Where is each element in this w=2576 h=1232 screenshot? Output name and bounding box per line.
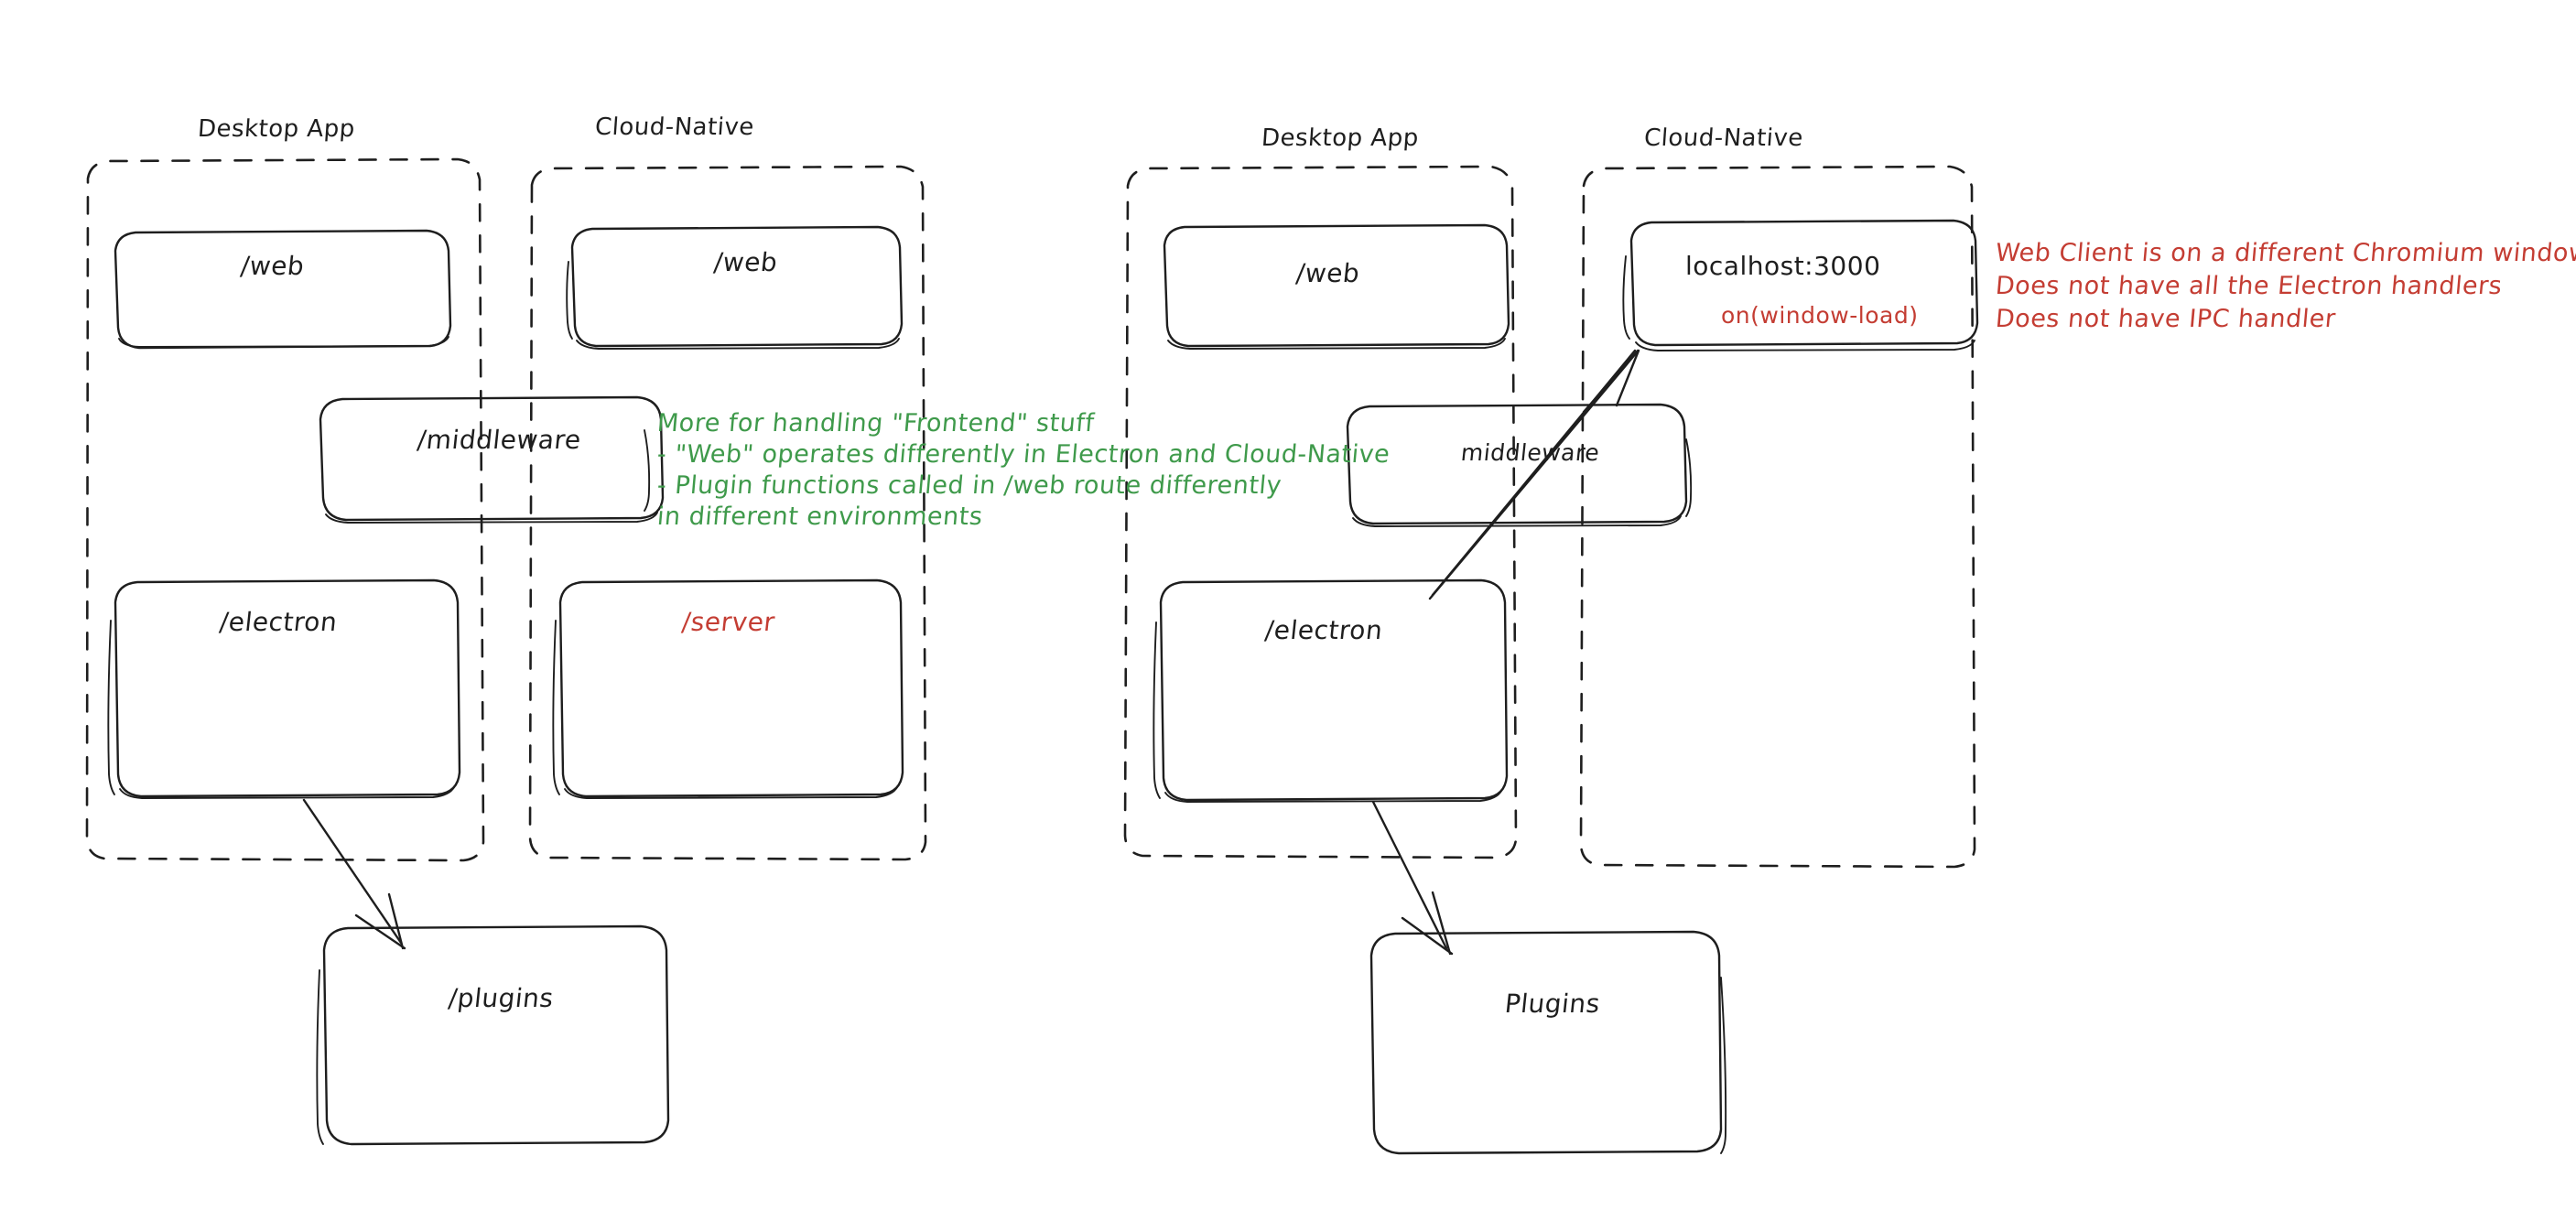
annotation-green-line-1: More for handling "Frontend" stuff: [655, 409, 1096, 438]
box-left-middleware[interactable]: [319, 395, 665, 524]
box-label-right-electron: /electron: [1263, 615, 1385, 645]
arrow-left-electron-to-plugins: [302, 798, 406, 950]
arrow-right-electron-to-plugins: [1371, 800, 1454, 956]
box-left-desktop-web[interactable]: [114, 229, 452, 350]
box-right-desktop-web[interactable]: [1163, 223, 1510, 350]
box-right-plugins[interactable]: [1369, 930, 1727, 1155]
annotation-red-line-1: Web Client is on a different Chromium wi…: [1994, 239, 2576, 267]
box-sublabel-on-window-load: on(window-load): [1721, 302, 1919, 329]
annotation-red-line-3: Does not have IPC handler: [1994, 305, 2337, 333]
box-right-electron[interactable]: [1153, 578, 1509, 803]
group-container-left-cloud: [528, 165, 927, 861]
box-right-localhost[interactable]: [1622, 219, 1979, 351]
box-label-left-electron: /electron: [218, 607, 340, 637]
box-left-electron[interactable]: [107, 578, 461, 799]
box-label-right-desktop-web: /web: [1294, 258, 1362, 288]
group-title-left-desktop: Desktop App: [196, 115, 356, 143]
annotation-green-line-2: - "Web" operates differently in Electron…: [655, 440, 1391, 469]
box-label-left-middleware: /middleware: [416, 425, 583, 455]
box-label-left-server: /server: [680, 607, 777, 637]
annotation-red-line-2: Does not have all the Electron handlers: [1994, 272, 2504, 300]
box-right-middleware[interactable]: [1346, 403, 1693, 527]
box-label-right-plugins: Plugins: [1503, 989, 1602, 1019]
box-left-server[interactable]: [552, 578, 904, 799]
box-left-plugins[interactable]: [316, 924, 670, 1146]
group-container-right-desktop: [1123, 165, 1518, 859]
group-title-right-desktop: Desktop App: [1260, 124, 1420, 152]
box-label-right-localhost: localhost:3000: [1685, 251, 1881, 281]
group-title-left-cloud: Cloud-Native: [593, 113, 755, 141]
box-left-cloud-web[interactable]: [566, 225, 904, 350]
annotation-green-line-4: in different environments: [655, 503, 984, 531]
annotation-green-line-3: - Plugin functions called in /web route …: [655, 471, 1283, 500]
group-title-right-cloud: Cloud-Native: [1642, 124, 1804, 152]
group-container-left-desktop: [85, 157, 485, 862]
box-label-left-cloud-web: /web: [712, 247, 780, 277]
box-label-left-plugins: /plugins: [447, 983, 556, 1013]
box-label-left-desktop-web: /web: [239, 251, 307, 281]
arrow-right-electron-to-localhost: [1428, 349, 1640, 600]
box-label-right-middleware: middleware: [1459, 439, 1601, 466]
group-container-right-cloud: [1579, 165, 1976, 869]
